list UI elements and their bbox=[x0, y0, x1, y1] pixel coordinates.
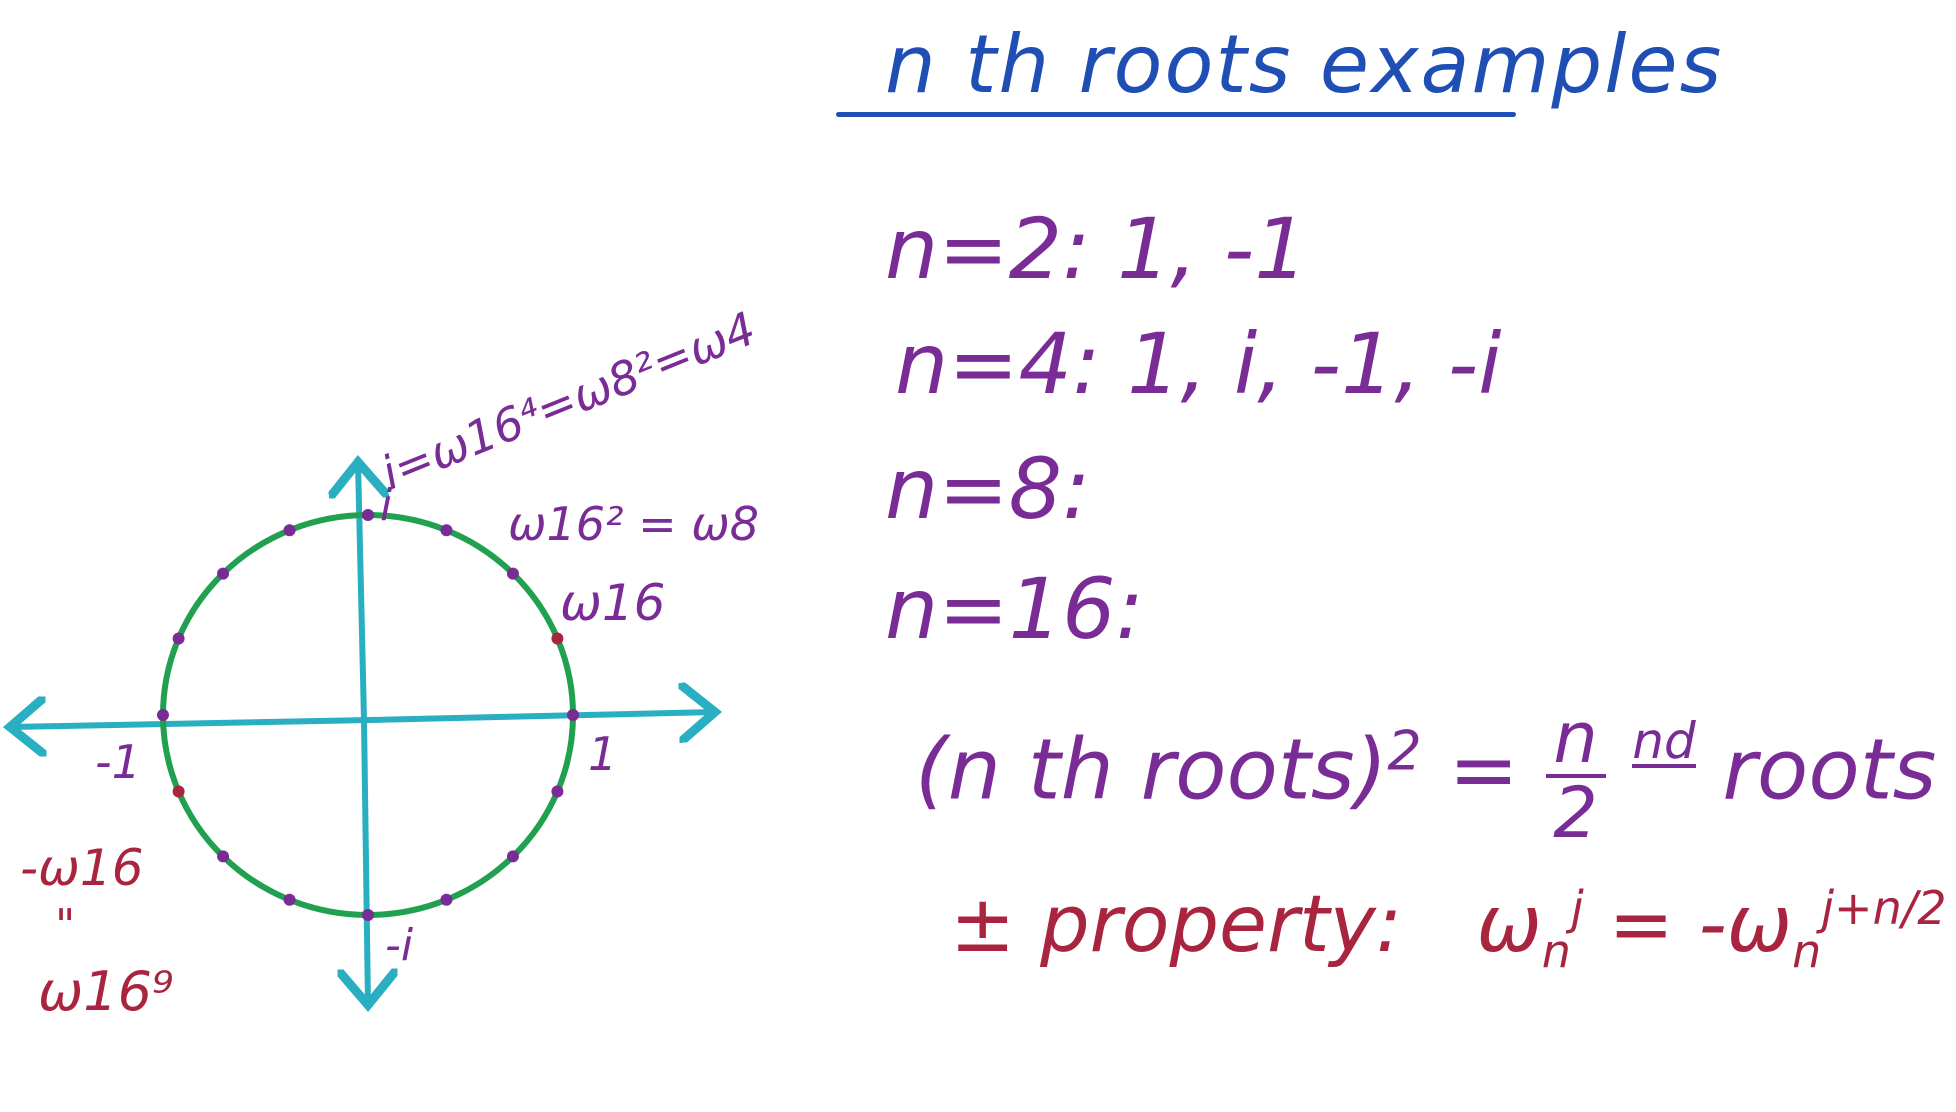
label-w16: ω16 bbox=[560, 574, 666, 632]
root-point bbox=[283, 524, 296, 537]
omega-symbol: ω bbox=[1476, 880, 1542, 970]
example-n2: n=2: 1, -1 bbox=[885, 200, 1308, 298]
omega-subscript: n bbox=[1792, 924, 1822, 979]
root-point bbox=[172, 785, 185, 798]
label-top-chain: i=ω16⁴=ω8²=ω4 bbox=[374, 301, 760, 500]
example-values: 1, i, -1, -i bbox=[1127, 315, 1502, 413]
unit-circle-diagram: 1 -1 i -i ω16 ω16² = ω8 i=ω16⁴=ω8²=ω4 -ω… bbox=[0, 301, 760, 1020]
root-point bbox=[362, 909, 374, 921]
label-w16-squared: ω16² = ω8 bbox=[508, 497, 759, 551]
page-title: n th roots examples bbox=[885, 18, 1724, 111]
root-point bbox=[283, 893, 296, 906]
root-point bbox=[172, 632, 185, 645]
example-values: 1, -1 bbox=[1117, 200, 1308, 298]
example-label: n=4: bbox=[895, 315, 1101, 413]
label-negative-i: -i bbox=[385, 920, 414, 971]
root-point bbox=[362, 509, 374, 521]
fraction-denominator: 2 bbox=[1553, 771, 1598, 854]
imaginary-axis bbox=[364, 717, 368, 1005]
squaring-equation: (n th roots)2 = n 2 nd roots bbox=[915, 697, 1937, 854]
real-axis bbox=[367, 712, 715, 720]
label-minus-w16: -ω16 bbox=[20, 839, 144, 897]
squaring-lhs: (n th roots) bbox=[915, 720, 1388, 819]
fraction-numerator: n bbox=[1553, 697, 1598, 779]
label-i: i bbox=[380, 480, 393, 531]
squaring-equals: = bbox=[1448, 720, 1519, 819]
example-n8: n=8: bbox=[885, 440, 1090, 538]
example-n16: n=16: bbox=[885, 560, 1144, 658]
fraction-bar bbox=[1545, 773, 1606, 778]
root-point bbox=[440, 893, 453, 906]
omega-exponent-j: j bbox=[1570, 881, 1584, 935]
root-point bbox=[217, 850, 230, 863]
root-point bbox=[551, 632, 564, 645]
squaring-exponent: 2 bbox=[1387, 719, 1422, 783]
nd-ordinal: nd bbox=[1632, 712, 1696, 771]
root-point bbox=[217, 567, 230, 580]
property-label: ± property: bbox=[950, 880, 1403, 970]
root-point bbox=[440, 524, 453, 537]
omega-subscript: n bbox=[1541, 924, 1571, 979]
label-ditto: " bbox=[55, 900, 75, 951]
example-label: n=2: bbox=[885, 200, 1091, 298]
root-point bbox=[506, 850, 519, 863]
example-n4: n=4: 1, i, -1, -i bbox=[895, 315, 1501, 413]
n-over-2-fraction: n 2 bbox=[1545, 697, 1606, 854]
root-point bbox=[551, 785, 564, 798]
label-w16-9: ω16⁹ bbox=[38, 960, 174, 1020]
root-point bbox=[567, 709, 579, 721]
title-underline bbox=[836, 112, 1516, 117]
roots-of-unity-points bbox=[157, 509, 579, 921]
plus-minus-property: ± property: ωnj = -ωnj+n/2 bbox=[950, 880, 1947, 979]
label-negative-one: -1 bbox=[95, 735, 141, 789]
imaginary-axis bbox=[358, 462, 364, 723]
root-point bbox=[506, 567, 519, 580]
example-label: n=16: bbox=[885, 560, 1144, 658]
omega-exponent-shifted: j+n/2 bbox=[1821, 881, 1947, 935]
real-axis bbox=[10, 720, 373, 727]
example-label: n=8: bbox=[885, 440, 1091, 538]
negative-omega: = -ω bbox=[1608, 880, 1793, 970]
squaring-rhs: roots bbox=[1722, 720, 1937, 819]
root-point bbox=[157, 709, 169, 721]
label-one: 1 bbox=[588, 727, 617, 781]
